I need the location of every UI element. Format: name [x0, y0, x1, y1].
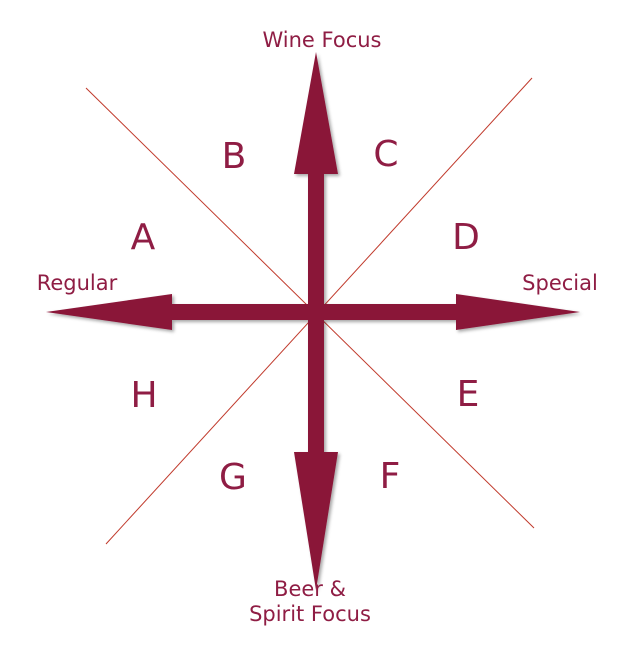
sector-label-a: A	[131, 217, 156, 258]
axis-label-top: Wine Focus	[262, 28, 381, 52]
sector-label-g: G	[219, 457, 247, 498]
sector-label-c: C	[373, 134, 398, 175]
axis-label-left: Regular	[37, 271, 118, 295]
axis-label-bottom-line2: Spirit Focus	[249, 602, 371, 626]
sector-label-b: B	[222, 136, 247, 177]
sector-label-d: D	[452, 217, 480, 258]
axis-label-bottom-line1: Beer &	[274, 577, 346, 601]
arrow-up	[294, 52, 338, 318]
arrow-left	[46, 294, 322, 330]
sector-label-f: F	[380, 456, 401, 497]
axis-label-right: Special	[522, 271, 598, 295]
arrow-down	[294, 300, 338, 590]
sector-label-e: E	[457, 374, 480, 415]
sector-label-h: H	[130, 375, 157, 416]
arrow-right	[310, 294, 580, 330]
